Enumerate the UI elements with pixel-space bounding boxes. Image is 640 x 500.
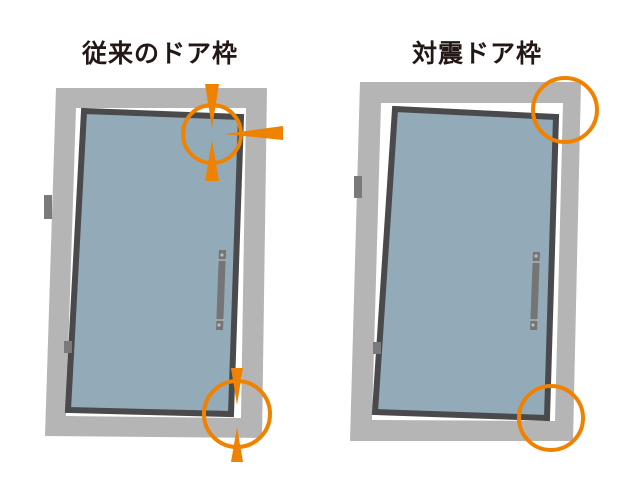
hinge-icon (354, 176, 362, 198)
door-panel (371, 105, 560, 422)
door-panel (64, 107, 245, 418)
collision-marker-icon (202, 368, 272, 462)
seismic-frame-title: 対震ドア枠 (412, 39, 543, 68)
hinge-icon (44, 195, 52, 219)
seismic-door-illustration (350, 76, 599, 452)
door-handle-icon (530, 252, 540, 330)
clearance-marker-icon (531, 76, 599, 144)
hinge-icon (373, 342, 381, 354)
conventional-frame-title: 従来のドア枠 (82, 39, 239, 68)
door-handle-icon (216, 250, 226, 330)
clearance-marker-icon (517, 384, 585, 452)
collision-marker-icon (181, 84, 283, 181)
hinge-icon (64, 341, 72, 353)
conventional-door-illustration (44, 84, 283, 462)
